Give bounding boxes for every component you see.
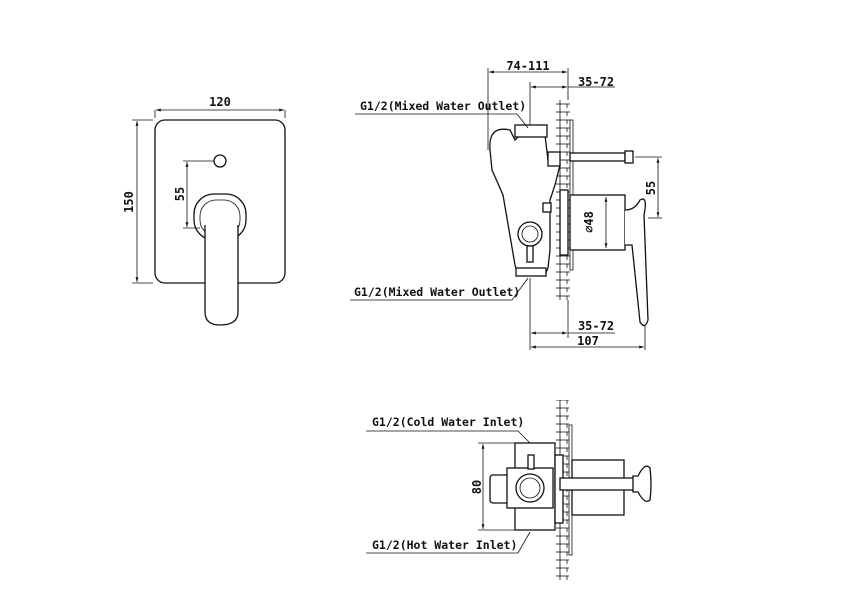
side-view: ⌀48 55 74-111 35-72 G1/2(Mixed Water Out… bbox=[350, 59, 662, 350]
side-lever bbox=[624, 198, 649, 327]
top-outlet bbox=[514, 124, 548, 138]
bottom-view: 80 G1/2(Cold Water Inlet) G1/2(Hot Water… bbox=[366, 400, 652, 580]
stem bbox=[559, 477, 636, 491]
knob bbox=[632, 465, 652, 503]
front-view: 120 150 55 bbox=[122, 95, 286, 326]
wall-dimension-bottom: 35-72 bbox=[578, 319, 614, 333]
wall-dimension-top: 35-72 bbox=[578, 75, 614, 89]
handle-body bbox=[569, 194, 626, 251]
top-dimension: 74-111 bbox=[506, 59, 549, 73]
diverter-button bbox=[213, 154, 227, 168]
total-dimension: 107 bbox=[577, 334, 599, 348]
bottom-outlet bbox=[515, 267, 547, 277]
height-dimension-80: 80 bbox=[470, 480, 484, 494]
handle-lever bbox=[204, 225, 239, 326]
hot-inlet-label: G1/2(Hot Water Inlet) bbox=[372, 538, 517, 552]
side-offset-dimension: 55 bbox=[644, 181, 658, 195]
mixed-outlet-label-bottom: G1/2(Mixed Water Outlet) bbox=[354, 285, 520, 299]
width-dimension: 120 bbox=[209, 95, 231, 109]
cold-inlet-label: G1/2(Cold Water Inlet) bbox=[372, 415, 524, 429]
diameter-dimension: ⌀48 bbox=[582, 211, 596, 233]
height-dimension: 150 bbox=[122, 191, 136, 213]
valve-body bbox=[489, 128, 561, 276]
offset-dimension: 55 bbox=[173, 187, 187, 201]
mixed-outlet-label-top: G1/2(Mixed Water Outlet) bbox=[360, 99, 526, 113]
spindle bbox=[569, 152, 626, 162]
